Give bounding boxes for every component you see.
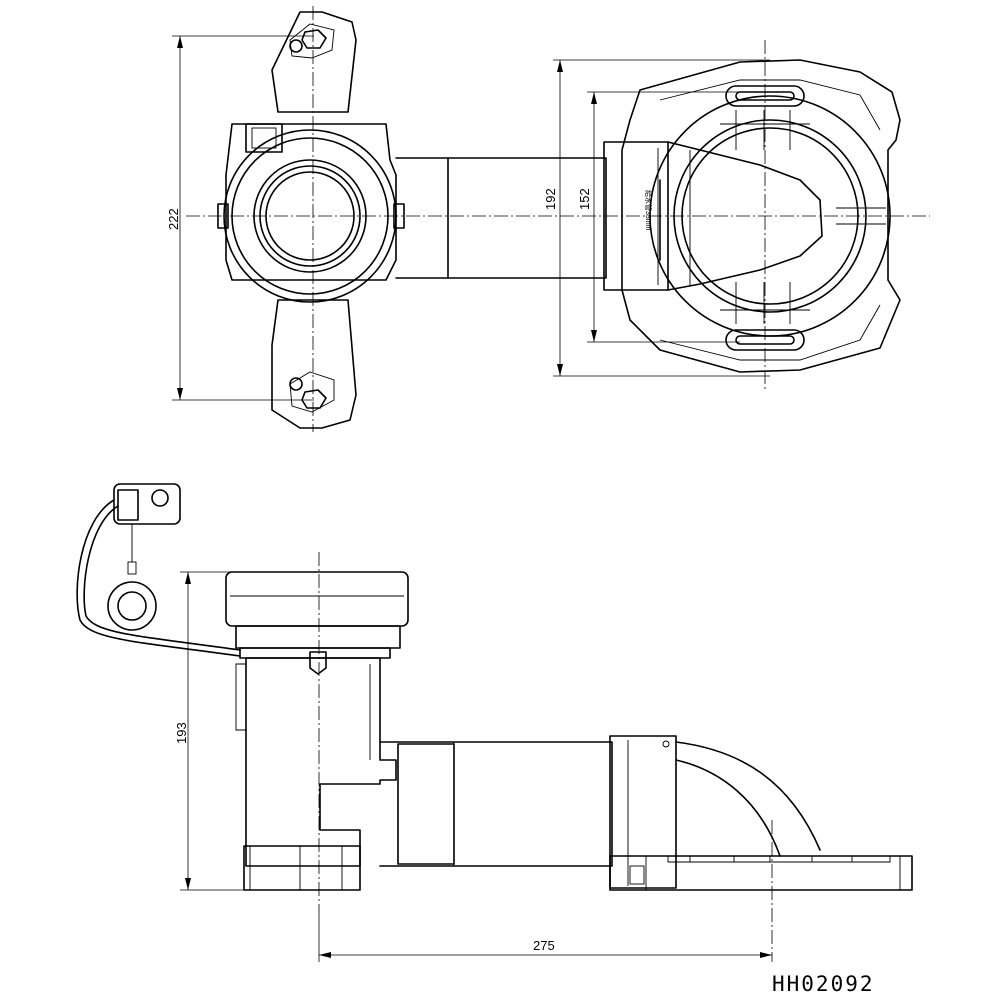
dimension-outlet-outer: 192 bbox=[543, 59, 770, 377]
outlet-adapter-side bbox=[609, 735, 913, 891]
drain-body-side bbox=[235, 657, 397, 891]
connecting-pipe-side bbox=[379, 741, 613, 867]
dimension-offset-length: 275 bbox=[318, 908, 772, 962]
dimension-overall-width: 222 bbox=[166, 35, 314, 401]
drain-body-top bbox=[217, 123, 405, 303]
dimension-label-275: 275 bbox=[533, 938, 555, 953]
dimension-outlet-inner: 152 bbox=[577, 91, 740, 343]
dimension-label-222: 222 bbox=[166, 208, 181, 230]
outlet-marking: 給水管35mm bbox=[644, 190, 653, 231]
chain-cap bbox=[76, 483, 241, 657]
connecting-pipe-top bbox=[395, 157, 607, 279]
base-flange-top bbox=[621, 59, 901, 373]
dimension-label-152: 152 bbox=[577, 188, 592, 210]
top-view: 給水管35mm bbox=[166, 6, 930, 432]
dimension-label-193: 193 bbox=[174, 722, 189, 744]
model-code: HH02092 bbox=[772, 972, 875, 996]
side-view: 193 275 bbox=[76, 483, 913, 962]
dimension-height: 193 bbox=[174, 571, 246, 891]
mounting-bracket bbox=[271, 11, 357, 429]
dimension-label-192: 192 bbox=[543, 188, 558, 210]
